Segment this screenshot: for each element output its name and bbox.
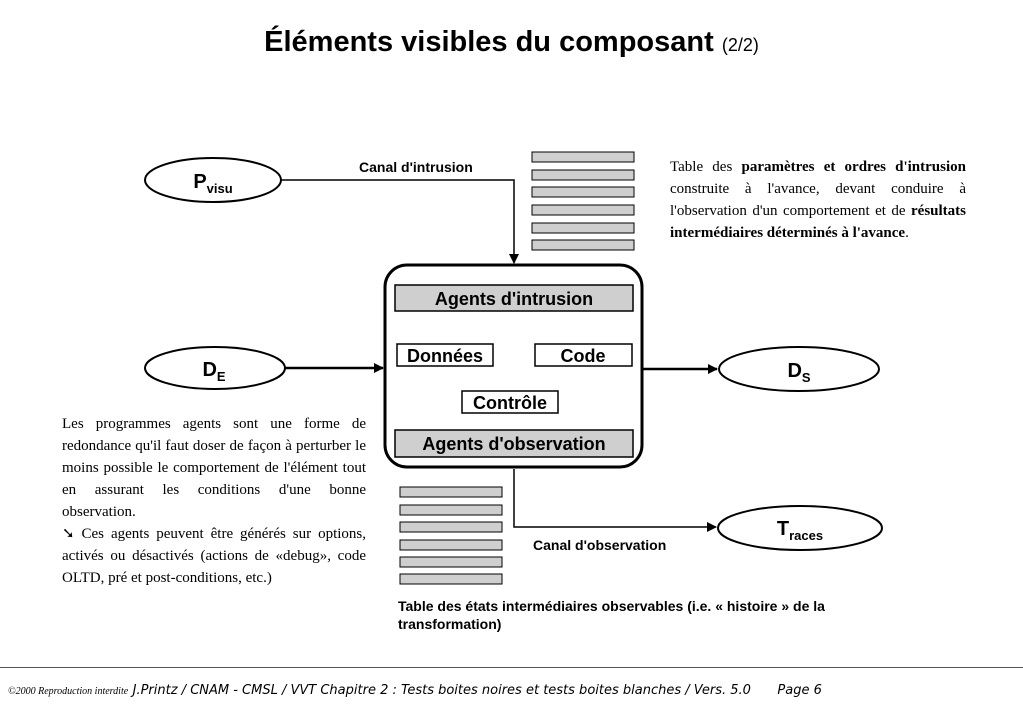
ds-ellipse — [718, 346, 880, 392]
agents-intrusion-label: Agents d'intrusion — [435, 289, 593, 309]
table-row — [399, 573, 503, 585]
intrusion-channel-label: Canal d'intrusion — [359, 159, 473, 175]
title-sub: (2/2) — [721, 35, 759, 55]
table-row — [531, 222, 635, 234]
footer-page: Page 6 — [777, 683, 822, 698]
table-row — [531, 204, 635, 216]
footer-divider — [0, 667, 1023, 668]
intrusion-table-description: Table des paramètres et ordres d'intrusi… — [670, 159, 966, 241]
observation-table-caption: Table des états intermédiaires observabl… — [398, 598, 825, 632]
table-row — [531, 169, 635, 181]
table-row — [399, 539, 503, 551]
table-row — [531, 151, 635, 163]
traces-ellipse — [717, 505, 883, 551]
component-box — [383, 263, 644, 469]
code-label: Code — [561, 346, 606, 366]
code-box — [534, 343, 633, 367]
agents-paragraph-2: ➘ Ces agents peuvent être générés sur op… — [62, 526, 366, 586]
agents-intrusion-box — [394, 284, 634, 312]
footer: ©2000 Reproduction interdite J.Printz / … — [8, 681, 822, 699]
observation-table-stack — [399, 486, 503, 585]
donnees-box — [396, 343, 494, 367]
table-row — [399, 556, 503, 568]
observation-channel-arrow — [513, 469, 717, 532]
table-row — [399, 486, 503, 498]
intrusion-table-stack — [531, 151, 635, 251]
ds-label: DS — [787, 360, 810, 385]
arrow-bullet-icon: ➘ — [62, 526, 75, 542]
table-row — [531, 186, 635, 198]
agents-observation-box — [394, 429, 634, 458]
traces-label: Traces — [777, 518, 823, 543]
agents-observation-label: Agents d'observation — [422, 434, 605, 454]
footer-text: J.Printz / CNAM - CMSL / VVT Chapitre 2 … — [132, 683, 751, 698]
agents-paragraph-1: Les programmes agents sont une forme de … — [62, 416, 366, 520]
controle-label: Contrôle — [473, 393, 547, 413]
table-row — [399, 504, 503, 516]
agents-description: Les programmes agents sont une forme de … — [62, 413, 366, 589]
de-label: DE — [202, 359, 225, 384]
donnees-label: Données — [407, 346, 483, 366]
observation-channel-label: Canal d'observation — [533, 537, 666, 553]
table-row — [399, 521, 503, 533]
footer-copyright: ©2000 Reproduction interdite — [8, 686, 129, 697]
table-row — [531, 239, 635, 251]
controle-box — [461, 390, 559, 414]
pvisu-label: Pvisu — [193, 171, 232, 196]
intrusion-channel-arrow — [281, 179, 519, 264]
title-main: Éléments visibles du composant — [264, 26, 714, 58]
page-title: Éléments visibles du composant (2/2) — [0, 26, 1023, 59]
